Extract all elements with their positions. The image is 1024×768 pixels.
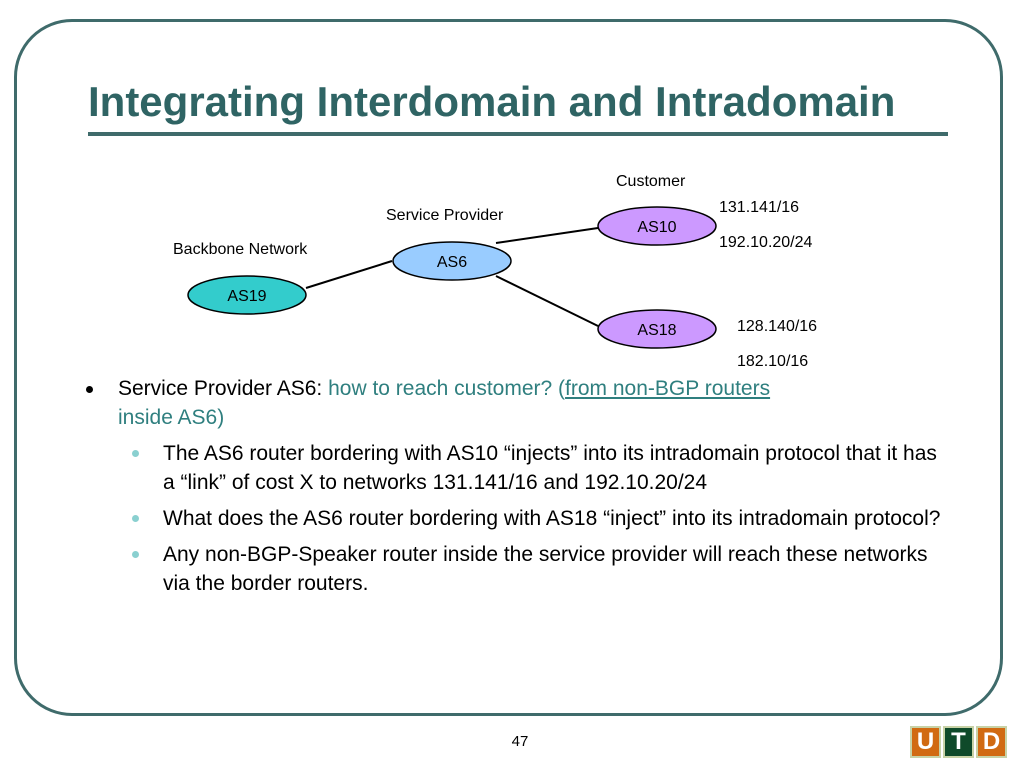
slide-title: Integrating Interdomain and Intradomain [88, 78, 896, 125]
title-underline [88, 132, 948, 136]
node-as18: AS18 [597, 309, 717, 349]
utd-logo: U T D [910, 726, 1007, 758]
bullet-dot [86, 386, 93, 393]
prefix-as10-2: 192.10.20/24 [719, 234, 813, 251]
logo-letter-t: T [943, 726, 974, 758]
bullet-list: Service Provider AS6: how to reach custo… [86, 374, 946, 598]
node-as6-label: AS6 [437, 254, 467, 271]
bullet-main-prefix: Service Provider AS6: [118, 377, 329, 400]
bullet-main-question: how to reach customer? [328, 377, 559, 400]
node-as19-label: AS19 [227, 288, 266, 305]
sub-bullet-text: Any non-BGP-Speaker router inside the se… [163, 543, 928, 595]
node-as10-label: AS10 [637, 219, 676, 236]
node-as10-shape [597, 206, 717, 246]
node-as6-shape [392, 241, 512, 281]
node-as6: AS6 [392, 241, 512, 281]
label-service-provider: Service Provider [386, 207, 504, 224]
logo-letter-d: D [976, 726, 1007, 758]
bullet-main-link-open: ( [558, 377, 566, 400]
page-number: 47 [511, 733, 529, 750]
prefix-as10-1: 131.141/16 [719, 199, 799, 216]
sub-bullet-dot [132, 515, 139, 522]
prefix-as18-2: 182.10/16 [737, 353, 808, 370]
link-as6-as10 [495, 227, 599, 244]
sub-bullet: Any non-BGP-Speaker router inside the se… [86, 540, 946, 598]
node-as19-shape [187, 275, 307, 315]
sub-bullet-dot [132, 450, 139, 457]
label-backbone-network: Backbone Network [173, 241, 308, 258]
node-as19: AS19 [187, 275, 307, 315]
slide-frame [14, 19, 1003, 716]
sub-bullet-text: The AS6 router bordering with AS10 “inje… [163, 442, 937, 494]
sub-bullet: The AS6 router bordering with AS10 “inje… [86, 439, 946, 497]
node-as10: AS10 [597, 206, 717, 246]
bullet-main-link[interactable]: from non-BGP routers [565, 377, 771, 400]
bullet-main: Service Provider AS6: how to reach custo… [86, 374, 946, 432]
node-as18-shape [597, 309, 717, 349]
label-customer: Customer [616, 173, 686, 190]
link-as19-as6 [305, 260, 393, 289]
logo-letter-u: U [910, 726, 941, 758]
link-as6-as18 [495, 275, 599, 327]
node-as18-label: AS18 [637, 322, 676, 339]
sub-bullet: What does the AS6 router bordering with … [86, 504, 946, 533]
sub-bullet-text: What does the AS6 router bordering with … [163, 507, 941, 530]
prefix-as18-1: 128.140/16 [737, 318, 817, 335]
sub-bullet-dot [132, 551, 139, 558]
bullet-main-tail: inside AS6) [118, 406, 225, 429]
